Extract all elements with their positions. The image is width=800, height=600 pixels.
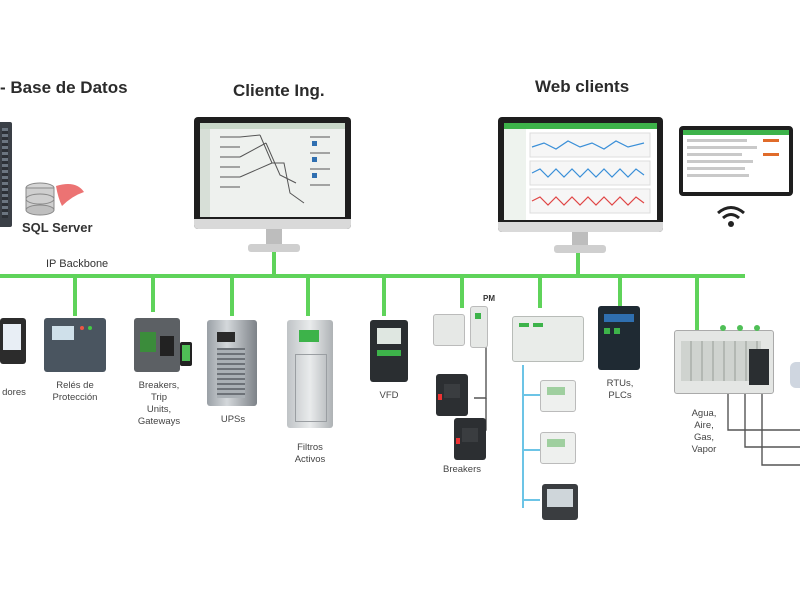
web-clients-header: Web clients — [535, 77, 630, 96]
breaker-device-2 — [454, 418, 486, 460]
protection-relay-device — [44, 318, 106, 372]
plc-status-leds — [718, 320, 768, 338]
label-breakers: Breakers — [442, 464, 481, 475]
power-meter-device — [0, 318, 26, 364]
label-meters: dores — [2, 387, 26, 398]
label-breakers-trip: Breakers, Trip Units, Gateways — [137, 380, 181, 427]
gateway-device — [512, 316, 584, 362]
eng-monitor-base — [248, 244, 300, 252]
pm-module-1 — [433, 314, 465, 346]
web-client-monitor — [498, 117, 663, 232]
wifi-icon — [715, 203, 747, 236]
sql-server-text: SQL Server — [22, 220, 93, 235]
active-filter-cabinet — [287, 320, 333, 428]
bus-meter-3 — [542, 484, 578, 520]
eng-client-header: Cliente Ing. — [233, 81, 325, 100]
eng-client-monitor — [194, 117, 351, 229]
label-wages: Agua, Aire, Gas, Vapor — [691, 408, 717, 455]
label-rtus: RTUs, PLCs — [606, 378, 634, 401]
label-filters: Filtros Activos — [294, 442, 326, 465]
rtu-plc-device — [598, 306, 640, 370]
vfd-device — [370, 320, 408, 382]
web-monitor-stand — [572, 232, 588, 246]
database-server-icon — [0, 122, 12, 227]
label-relays: Relés de Protección — [52, 380, 98, 403]
pm-module-2 — [470, 306, 488, 348]
pm-label: PM — [483, 294, 495, 303]
sql-server-logo: SQL Server — [18, 178, 98, 238]
wages-wire-3 — [761, 392, 800, 466]
ups-device — [207, 320, 257, 406]
web-monitor-base — [554, 245, 606, 253]
bus-meter-2 — [540, 432, 576, 464]
gateway-phone-device — [180, 342, 192, 366]
tablet-client — [679, 126, 793, 196]
breaker-wire-1 — [474, 339, 487, 399]
plc-rack-device — [674, 330, 774, 394]
eng-monitor-stand — [266, 229, 282, 245]
db-header: - Base de Datos — [0, 78, 128, 97]
label-ups: UPSs — [220, 414, 246, 425]
breaker-device-1 — [436, 374, 468, 416]
backbone-label: IP Backbone — [46, 258, 109, 270]
flow-sensor-device — [790, 362, 800, 388]
bus-meter-1 — [540, 380, 576, 412]
wages-wire-1 — [727, 392, 800, 431]
label-vfd: VFD — [379, 390, 399, 401]
wages-wire-2 — [744, 392, 800, 448]
breaker-trip-unit-device — [134, 318, 180, 372]
